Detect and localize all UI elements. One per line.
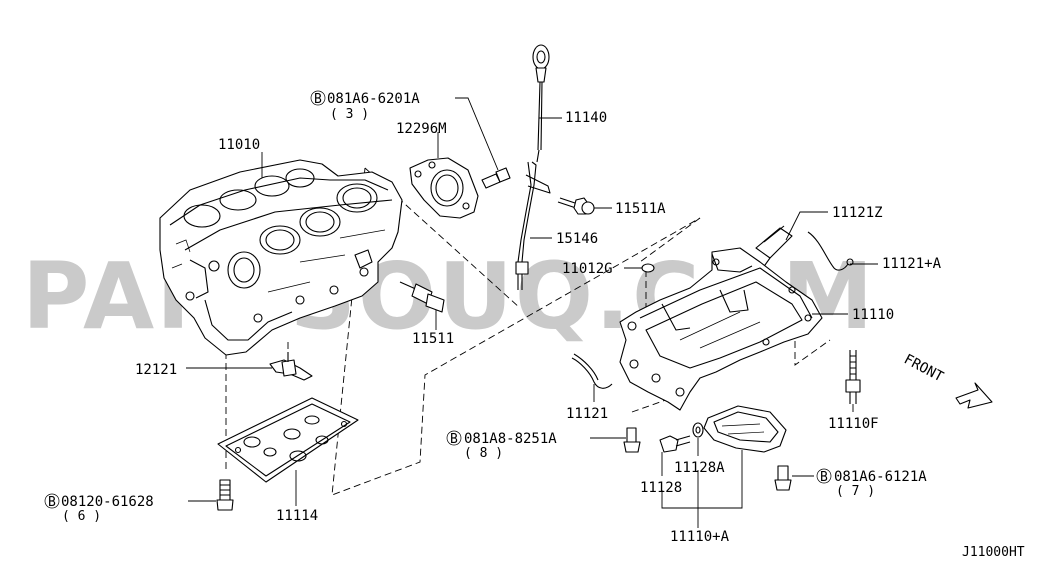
gasket-11121a-icon	[807, 231, 854, 271]
label-11121a: 11121+A	[882, 256, 942, 272]
sensor-11511-icon	[399, 281, 445, 313]
bolt-08120-61628-icon	[216, 479, 234, 511]
label-11121: 11121	[566, 406, 608, 422]
cylinder-block-icon	[159, 159, 403, 356]
label-15146: 15146	[556, 231, 598, 247]
bolt-081a6-6121a-icon	[774, 465, 792, 491]
label-11010: 11010	[218, 137, 260, 153]
front-direction-indicator: FRONT	[901, 351, 993, 409]
rear-seal-retainer-icon	[409, 157, 479, 219]
bolt-symbol-text: B	[48, 495, 56, 510]
label-12296m: 12296M	[396, 121, 447, 137]
bracket-12121-icon	[269, 352, 313, 381]
label-11511a: 11511A	[615, 201, 666, 217]
stud-bolt-11110f-icon	[845, 350, 861, 404]
qty-081a6-6121a: ( 7 )	[836, 484, 875, 499]
oil-dipstick-icon	[532, 44, 550, 163]
label-08120-61628: 08120-61628	[61, 494, 154, 510]
label-11511: 11511	[412, 331, 454, 347]
label-081a6-6201a: 081A6-6201A	[327, 91, 420, 107]
bolt-symbol-icon	[446, 430, 462, 446]
label-081a6-6121a: 081A6-6121A	[834, 469, 927, 485]
label-11012g: 11012G	[562, 261, 613, 277]
label-081a8-8251a: 081A8-8251A	[464, 431, 557, 447]
qty-08120-61628: ( 6 )	[62, 509, 101, 524]
qty-081a6-6201a: ( 3 )	[330, 107, 369, 122]
diagram-reference: J11000HT	[962, 545, 1025, 560]
bolt-symbol-icon	[310, 90, 326, 106]
bolt-symbol-text: B	[314, 92, 322, 107]
leader-lines	[186, 97, 878, 528]
qty-081a8-8251a: ( 8 )	[464, 446, 503, 461]
part-labels: 11010 12296M B 081A6-6201A ( 3 ) 11140 1…	[44, 90, 942, 545]
label-11110a: 11110+A	[670, 529, 730, 545]
label-11128: 11128	[640, 480, 682, 496]
oil-pan-lower-icon	[703, 405, 787, 453]
drain-plug-11128-icon	[659, 435, 691, 453]
label-11110f: 11110F	[828, 416, 879, 432]
bolt-081a6-6201a-icon	[481, 167, 511, 189]
bolt-symbol-icon	[816, 468, 832, 484]
part-11121-icon	[571, 353, 613, 389]
label-11121z: 11121Z	[832, 205, 883, 221]
dipstick-guide-tube-icon	[515, 161, 551, 290]
label-11128a: 11128A	[674, 460, 725, 476]
front-label: FRONT	[901, 351, 946, 385]
bolt-symbol-text: B	[820, 470, 828, 485]
bolt-11511a-icon	[557, 197, 595, 215]
bolt-081a8-8251a-icon	[623, 427, 641, 453]
oil-pan-upper-icon	[619, 247, 823, 411]
label-11110: 11110	[852, 307, 894, 323]
baffle-plate-icon	[217, 397, 359, 483]
label-12121: 12121	[135, 362, 177, 378]
label-11114: 11114	[276, 508, 318, 524]
bolt-symbol-icon	[44, 493, 60, 509]
label-11140: 11140	[565, 110, 607, 126]
front-arrow-icon	[955, 382, 993, 409]
washer-11128a-icon	[692, 422, 704, 438]
bolt-symbol-text: B	[450, 432, 458, 447]
drain-plug-11012g-icon	[641, 263, 655, 273]
